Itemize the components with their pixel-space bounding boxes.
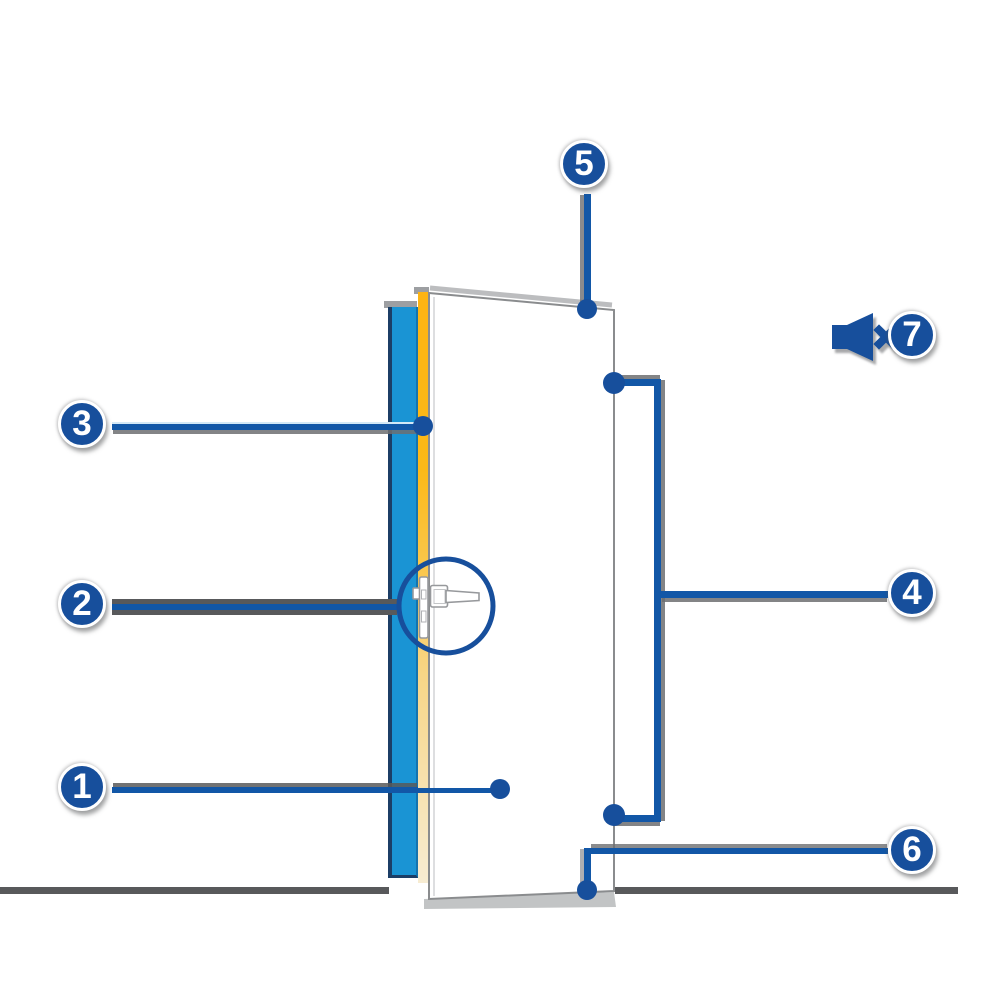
seal-top-shadow [414, 287, 429, 294]
leader-line-3 [112, 424, 423, 430]
leader-line-2 [112, 604, 397, 610]
bracket-dot-bottom [603, 804, 625, 826]
door-bottom-shadow [424, 892, 616, 909]
callout-1-label: 1 [72, 766, 92, 806]
leader-dot-5 [577, 299, 597, 319]
leader-dot-3 [413, 416, 433, 436]
speaker-body [832, 325, 847, 349]
faceplate-latch-cutout [421, 589, 427, 600]
callout-5-badge: 5 [560, 140, 608, 188]
callout-4-badge: 4 [888, 569, 936, 617]
speaker-cone [847, 313, 873, 361]
magnifier-circle [396, 556, 496, 656]
lock-faceplate [418, 576, 429, 639]
leader-line-5 [584, 194, 591, 310]
callout-5-label: 5 [574, 143, 594, 183]
callout-7-badge: 7 [888, 311, 936, 359]
leader-line-1 [112, 787, 418, 793]
bracket-dot-top [603, 372, 625, 394]
bracket-top [614, 379, 661, 386]
floor-line-left [0, 887, 389, 894]
wall-top-shadow [384, 301, 417, 308]
callout-1-badge: 1 [58, 763, 106, 811]
bracket-bottom [614, 815, 661, 822]
handle-lever [445, 589, 480, 604]
leader-line-4 [661, 591, 888, 598]
floor-line-right [615, 887, 958, 894]
leader-dot-1 [490, 779, 510, 799]
leader-line-1-tail [418, 788, 502, 793]
callout-2-label: 2 [72, 583, 92, 623]
door-panel [428, 291, 615, 901]
leader-dot-6 [577, 880, 597, 900]
handle-backplate-inner [433, 589, 446, 604]
faceplate-bolt-cutout [421, 610, 427, 623]
callout-2-badge: 2 [58, 580, 106, 628]
callout-3-label: 3 [72, 403, 92, 443]
callout-6-badge: 6 [888, 826, 936, 874]
callout-7-label: 7 [902, 314, 922, 354]
bracket-vertical [654, 379, 661, 822]
leader-line-6-drop [584, 848, 591, 890]
callout-4-label: 4 [902, 572, 922, 612]
leader-line-6 [590, 848, 888, 854]
callout-3-badge: 3 [58, 400, 106, 448]
callout-6-label: 6 [902, 829, 922, 869]
